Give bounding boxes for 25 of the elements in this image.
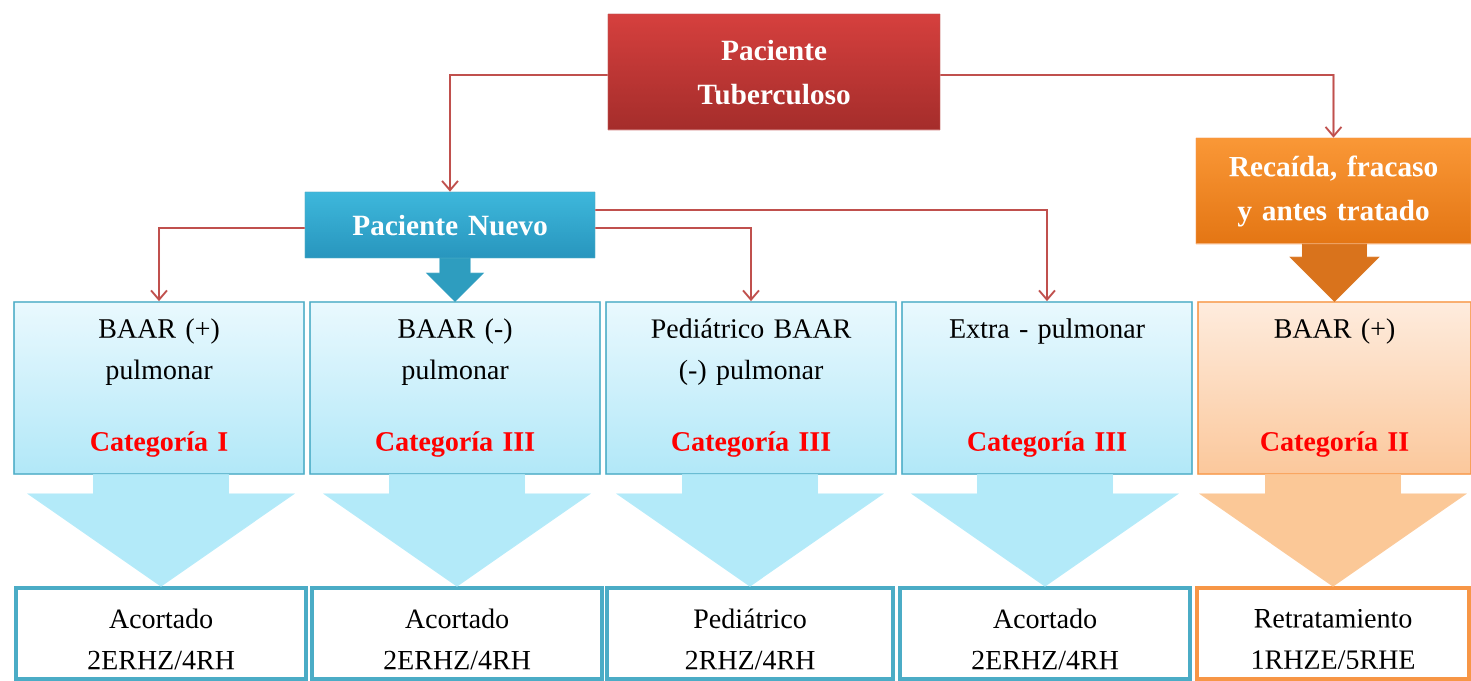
block-arrow xyxy=(322,474,592,587)
process-box: Paciente Tuberculoso xyxy=(607,13,941,131)
treatment-box: Acortado 2ERHZ/4RH xyxy=(310,586,604,681)
arrow xyxy=(594,209,1056,302)
treatment-box: Pediátrico 2RHZ/4RH xyxy=(605,586,895,681)
block-arrow xyxy=(1198,474,1468,587)
block-arrow xyxy=(910,474,1180,587)
block-arrow xyxy=(1289,243,1380,302)
arrow xyxy=(441,74,609,192)
process-box: Recaída, fracaso y antes tratado xyxy=(1195,137,1471,245)
category-box: BAAR (+) Categoría II xyxy=(1197,301,1471,475)
arrow xyxy=(150,227,306,302)
treatment-box: Acortado 2ERHZ/4RH xyxy=(898,586,1192,681)
block-arrow xyxy=(615,474,885,587)
category-box: Extra - pulmonar Categoría III xyxy=(901,301,1193,475)
process-box: Paciente Nuevo xyxy=(304,191,596,259)
treatment-box: Acortado 2ERHZ/4RH xyxy=(14,586,308,681)
category-box: Pediátrico BAAR (-) pulmonar Categoría III xyxy=(605,301,897,475)
category-box: BAAR (-) pulmonar Categoría III xyxy=(309,301,601,475)
treatment-box: Retratamiento 1RHZE/5RHE xyxy=(1195,586,1471,681)
category-box: BAAR (+) pulmonar Categoría I xyxy=(13,301,305,475)
block-arrow xyxy=(26,474,296,587)
block-arrow xyxy=(425,257,485,302)
arrow xyxy=(594,227,760,302)
arrow xyxy=(939,74,1343,138)
